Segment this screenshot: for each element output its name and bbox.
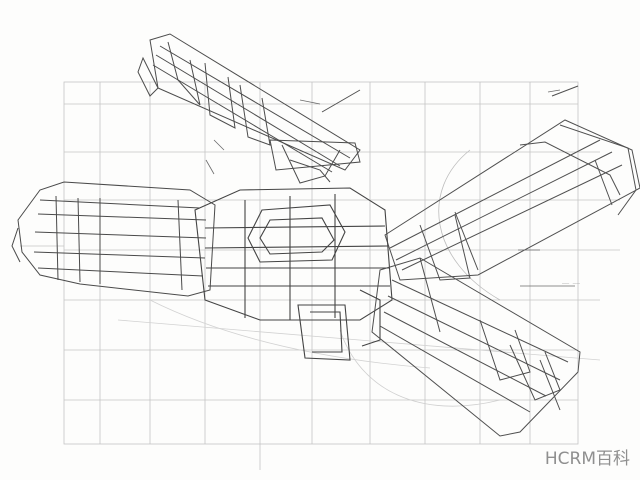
central-body xyxy=(194,187,393,361)
lower-arm xyxy=(371,257,581,437)
annotation-marks xyxy=(205,89,575,287)
left-barrel xyxy=(11,181,216,297)
watermark-text: HCRM百科 xyxy=(544,449,630,469)
sketch-tiny-annotation: —— —— xyxy=(561,280,580,287)
upper-arm xyxy=(137,33,361,184)
